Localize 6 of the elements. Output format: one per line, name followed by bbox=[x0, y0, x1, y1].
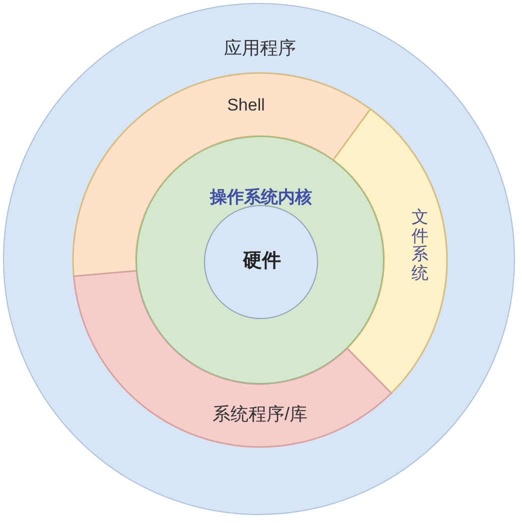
layer-label: 硬件 bbox=[243, 252, 281, 272]
layer-label: 系统程序/库 bbox=[212, 405, 308, 425]
layer-label: 应用程序 bbox=[224, 39, 296, 59]
layer-label: 操作系统内核 bbox=[210, 188, 312, 208]
layer-label: Shell bbox=[227, 96, 265, 116]
vertical-label: 文件系统 bbox=[412, 208, 428, 284]
